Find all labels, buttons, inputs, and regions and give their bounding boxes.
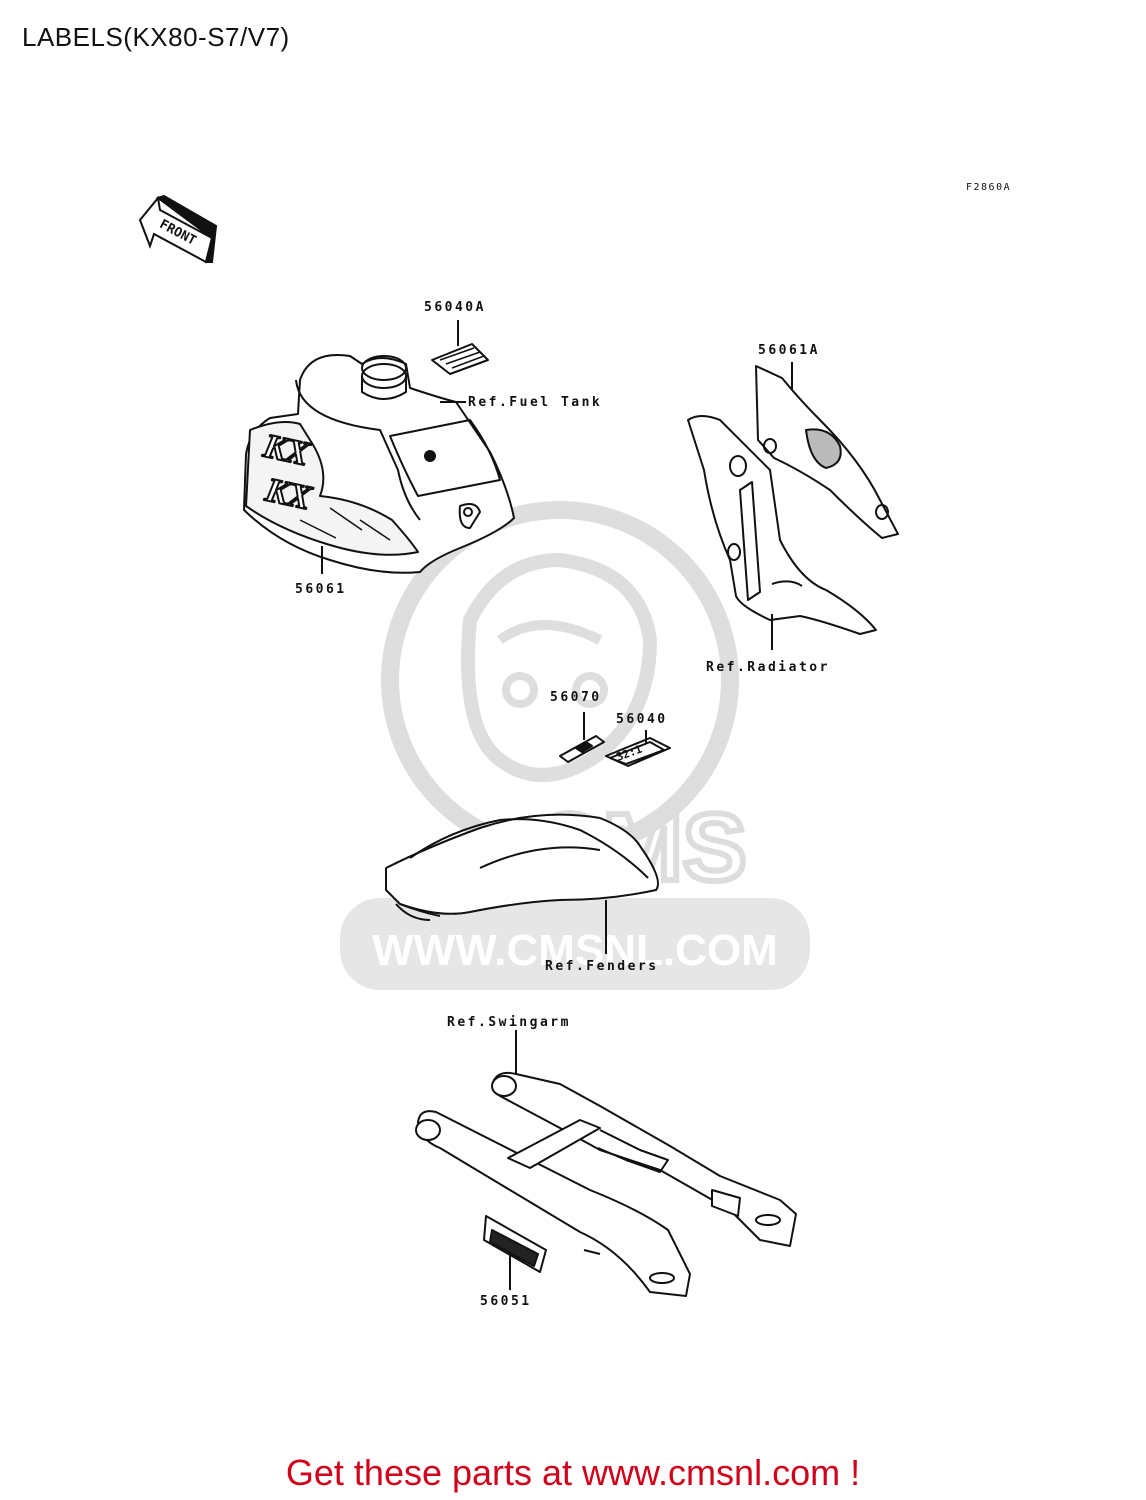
figure-code: F2860A xyxy=(966,182,1012,193)
callout-56061: 56061 xyxy=(295,582,347,597)
decal-56051-part xyxy=(483,1215,547,1290)
decal-56061A-part xyxy=(755,362,899,539)
callout-ref-radiator: Ref.Radiator xyxy=(706,660,830,675)
callout-56061A: 56061A xyxy=(758,343,820,358)
callout-56040: 56040 xyxy=(616,712,668,727)
radiator-shroud-part xyxy=(687,415,877,635)
label-56070-part xyxy=(559,712,605,763)
callout-ref-swingarm: Ref.Swingarm xyxy=(447,1015,571,1030)
watermark-url: WWW.CMSNL.COM xyxy=(372,926,778,975)
watermark-banner xyxy=(340,898,810,990)
callout-56070: 56070 xyxy=(550,690,602,705)
page-title: LABELS(KX80-S7/V7) xyxy=(22,22,290,52)
swingarm-part xyxy=(415,1071,797,1297)
label-56040A-part xyxy=(431,320,489,375)
front-arrow-icon xyxy=(138,194,218,264)
rear-fender-part xyxy=(385,813,659,921)
watermark-figure xyxy=(461,552,658,782)
parts-diagram: WWW.CMSNL.COM CMS FRONT KX xyxy=(138,194,899,1297)
callout-56040A: 56040A xyxy=(424,300,486,315)
callout-ref-fuel-tank: Ref.Fuel Tank xyxy=(468,395,603,410)
kx-decal-56061-part: KX KX xyxy=(245,421,419,574)
footer-promo-link[interactable]: Get these parts at www.cmsnl.com ! xyxy=(285,1452,861,1493)
callout-56051: 56051 xyxy=(480,1294,532,1309)
callout-ref-fenders: Ref.Fenders xyxy=(545,959,659,974)
